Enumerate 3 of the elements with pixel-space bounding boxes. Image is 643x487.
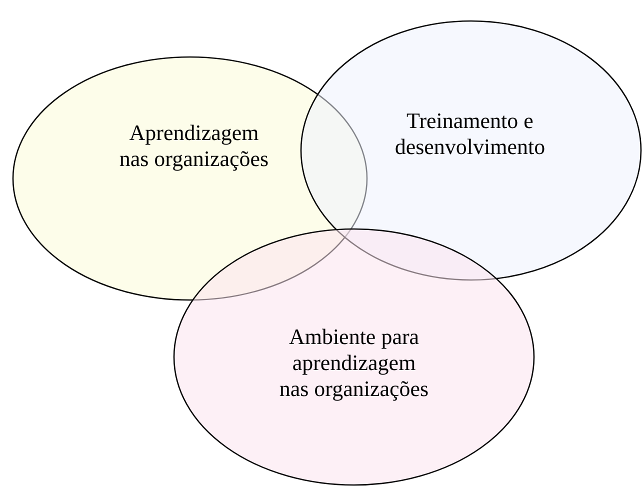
ellipse-label: Treinamento e desenvolvimento <box>394 108 546 160</box>
ellipse-label: Ambiente para aprendizagem nas organizações <box>278 324 430 402</box>
ellipse-label: Aprendizagem nas organizações <box>118 120 270 172</box>
